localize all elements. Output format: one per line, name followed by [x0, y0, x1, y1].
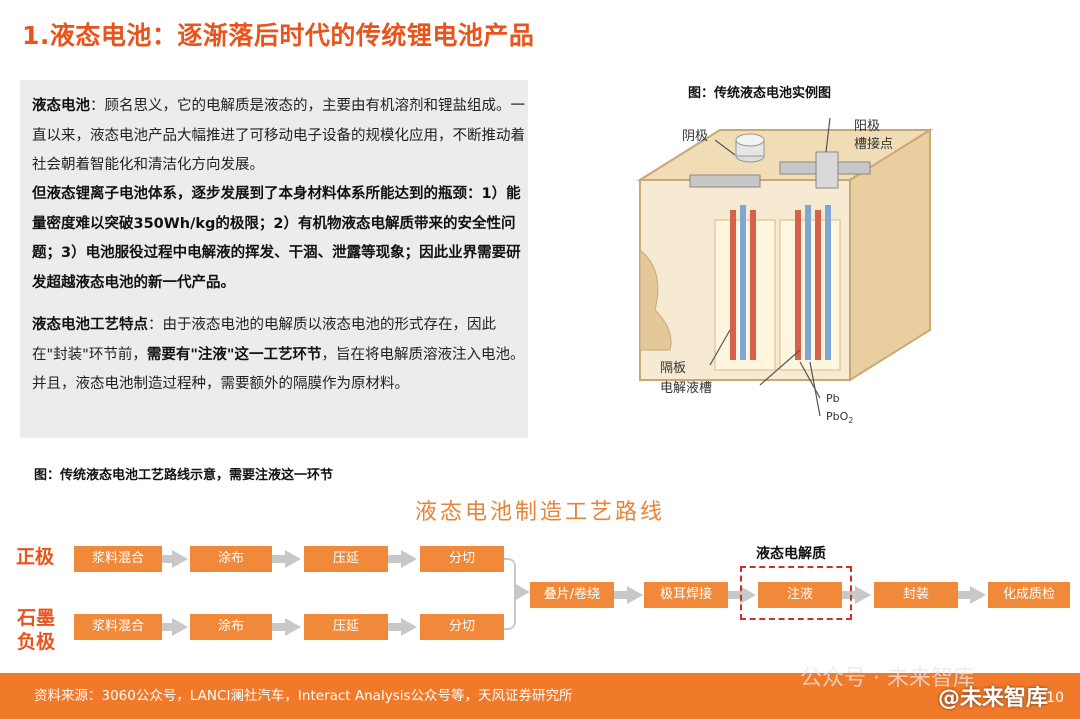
label-positive: 正极 [16, 546, 55, 568]
watermark-weibo: @未来智库 [938, 686, 1049, 711]
arrow-shaft [272, 555, 286, 563]
step-electrolyte-injection: 注液 [758, 582, 842, 608]
bottleneck-text: 但液态锂离子电池体系，逐步发展到了本身材料体系所能达到的瓶颈：1）能量密度难以突… [32, 186, 521, 291]
arrow-icon [740, 586, 756, 604]
label-pbo2: PbO2 [826, 410, 853, 425]
step-packaging: 封装 [874, 582, 958, 608]
highlight-text: 需要有"注液"这一工艺环节 [146, 346, 322, 363]
label-anode: 阳极 [854, 119, 880, 134]
step-negative-3: 压延 [304, 614, 388, 640]
arrow-icon [970, 586, 986, 604]
label-separator: 隔板 [660, 361, 686, 376]
label-anode-contact: 槽接点 [854, 136, 893, 152]
paragraph-text: ：由于液态电池的电解质以液态电池的形式存在，因此在"封装"环节前， [32, 317, 496, 363]
page-title: 1.液态电池：逐渐落后时代的传统锂电池产品 [22, 21, 535, 50]
step-positive-3: 压延 [304, 546, 388, 572]
paragraph-process-features: 液态电池工艺特点：由于液态电池的电解质以液态电池的形式存在，因此在"封装"环节前… [32, 311, 526, 400]
arrow-icon [172, 618, 188, 636]
arrow-shaft [842, 591, 856, 599]
paragraph-text: ：顾名思义，它的电解质是液态的，主要由有机溶剂和锂盐组成。一直以来，液态电池产品… [32, 98, 525, 173]
injection-highlight [740, 566, 852, 620]
paragraph-bottleneck: 但液态锂离子电池体系，逐步发展到了本身材料体系所能达到的瓶颈：1）能量密度难以突… [32, 180, 526, 298]
step-negative-1: 浆料混合 [74, 614, 162, 640]
term-liquid-battery: 液态电池 [32, 98, 90, 114]
arrow-shaft [728, 591, 742, 599]
watermark-wechat: 公众号 · 未来智库 [800, 666, 975, 691]
step-positive-2: 涂布 [190, 546, 272, 572]
arrow-shaft [162, 555, 174, 563]
figure-caption-battery: 图：传统液态电池实例图 [688, 86, 832, 101]
step-negative-4: 分切 [420, 614, 504, 640]
arrow-icon [285, 550, 301, 568]
arrow-icon [627, 586, 643, 604]
step-positive-1: 浆料混合 [74, 546, 162, 572]
figure-caption-process: 图：传统液态电池工艺路线示意，需要注液这一环节 [34, 468, 334, 483]
page-number: 10 [1046, 690, 1064, 706]
footer-bar: 资料来源：3060公众号，LANCI澜社汽车，Interact Analysis… [0, 673, 1080, 719]
term-process-features: 液态电池工艺特点 [32, 317, 148, 333]
paragraph-liquid-battery: 液态电池：顾名思义，它的电解质是液态的，主要由有机溶剂和锂盐组成。一直以来，液态… [32, 92, 526, 181]
electrolyte-label: 液态电解质 [756, 546, 826, 562]
label-negative: 石墨负极 [16, 607, 55, 653]
arrow-shaft [272, 623, 286, 631]
flow-title: 液态电池制造工艺路线 [414, 500, 665, 525]
step-positive-4: 分切 [420, 546, 504, 572]
battery-illustration: 阴极 阳极 槽接点 隔板 电解液槽 Pb PbO2 [636, 117, 934, 425]
arrow-shaft [958, 591, 972, 599]
arrow-icon [514, 583, 530, 601]
arrow-shaft [388, 555, 402, 563]
step-stack-wind: 叠片/卷绕 [530, 582, 614, 608]
arrow-icon [172, 550, 188, 568]
arrow-icon [285, 618, 301, 636]
label-cathode: 阴极 [682, 129, 708, 144]
step-tab-welding: 极耳焊接 [644, 582, 728, 608]
paragraph-text: ，旨在将电解质溶液注入电池。并且，液态电池制造过程种，需要额外的隔膜作为原材料。 [32, 346, 525, 393]
step-formation-inspection: 化成质检 [988, 582, 1070, 608]
arrow-shaft [614, 591, 628, 599]
arrow-shaft [388, 623, 402, 631]
description-panel: 液态电池：顾名思义，它的电解质是液态的，主要由有机溶剂和锂盐组成。一直以来，液态… [20, 80, 528, 438]
source-text: 资料来源：3060公众号，LANCI澜社汽车，Interact Analysis… [34, 688, 573, 704]
arrow-shaft [162, 623, 174, 631]
step-negative-2: 涂布 [190, 614, 272, 640]
arrow-icon [855, 586, 871, 604]
arrow-icon [401, 550, 417, 568]
label-pb: Pb [826, 392, 840, 405]
label-electrolyte-tank: 电解液槽 [660, 381, 712, 396]
arrow-icon [401, 618, 417, 636]
